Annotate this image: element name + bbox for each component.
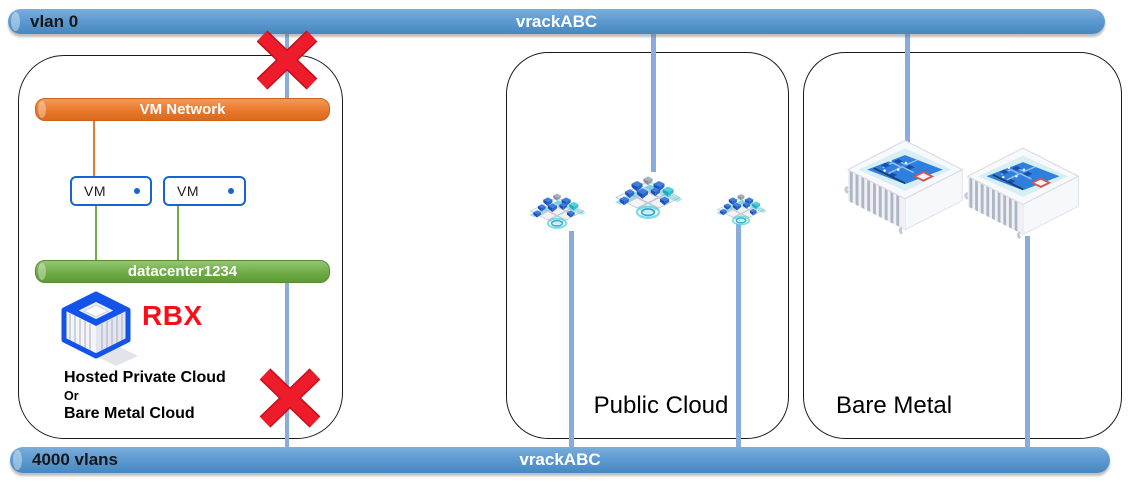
- vm-network-bar: VM Network: [35, 98, 330, 121]
- bottom-vrack-name: vrackABC: [519, 450, 601, 469]
- datacenter-bar: datacenter1234: [35, 260, 330, 283]
- caption-line-1: Hosted Private Cloud: [64, 369, 226, 386]
- connector-bare-metal-to-bottom: [1025, 236, 1030, 452]
- vm1-status-dot-icon: [134, 188, 140, 194]
- caption-line-3: Bare Metal Cloud: [64, 405, 195, 422]
- connector-top-to-bare-metal: [905, 34, 910, 150]
- left-panel-caption: Hosted Private Cloud Or Bare Metal Cloud: [64, 368, 226, 424]
- cloud-cluster-icon-1: [529, 193, 587, 229]
- hosted-private-cloud-panel: [18, 55, 343, 439]
- blocked-cross-bottom-icon: [259, 368, 321, 428]
- vm-network-label: VM Network: [139, 101, 226, 118]
- cloud-cluster-icon-2: [615, 176, 683, 219]
- datacenter-label: datacenter1234: [127, 263, 238, 280]
- connector-top-to-public-cloud: [651, 34, 656, 172]
- vm2-label: VM: [177, 183, 199, 199]
- blocked-cross-top-icon: [256, 30, 318, 90]
- bare-metal-panel: [803, 52, 1122, 439]
- connector-vm1-to-datacenter: [95, 206, 97, 262]
- bare-metal-server-icon-2: [964, 147, 1080, 240]
- vlan0-vrack-bar: vlan 0 vrackABC: [8, 9, 1105, 34]
- public-cloud-panel: [506, 52, 789, 439]
- site-code-label: RBX: [142, 300, 203, 331]
- vm-box-1: VM: [70, 176, 152, 206]
- top-vrack-name: vrackABC: [515, 11, 598, 31]
- vlan0-label: vlan 0: [30, 11, 79, 31]
- vlans-count-label: 4000 vlans: [32, 450, 119, 469]
- bare-metal-label: Bare Metal: [836, 392, 953, 419]
- caption-line-2: Or: [64, 389, 79, 403]
- connector-vm-network-to-vm1: [93, 119, 95, 176]
- bare-metal-server-icon-1: [844, 139, 964, 235]
- vm2-status-dot-icon: [228, 188, 234, 194]
- public-cloud-label: Public Cloud: [593, 392, 729, 419]
- vm1-label: VM: [84, 183, 106, 199]
- rbx-datacenter-cube-icon: [61, 291, 138, 366]
- vm-box-2: VM: [163, 176, 246, 206]
- connector-vm2-to-datacenter: [177, 206, 179, 262]
- connector-public-cloud-right-to-bottom: [736, 224, 741, 452]
- cloud-cluster-icon-3: [716, 193, 767, 226]
- connector-datacenter-to-bottom: [285, 270, 289, 452]
- vlans-vrack-bar: 4000 vlans vrackABC: [10, 447, 1110, 473]
- connector-public-cloud-left-to-bottom: [569, 231, 574, 452]
